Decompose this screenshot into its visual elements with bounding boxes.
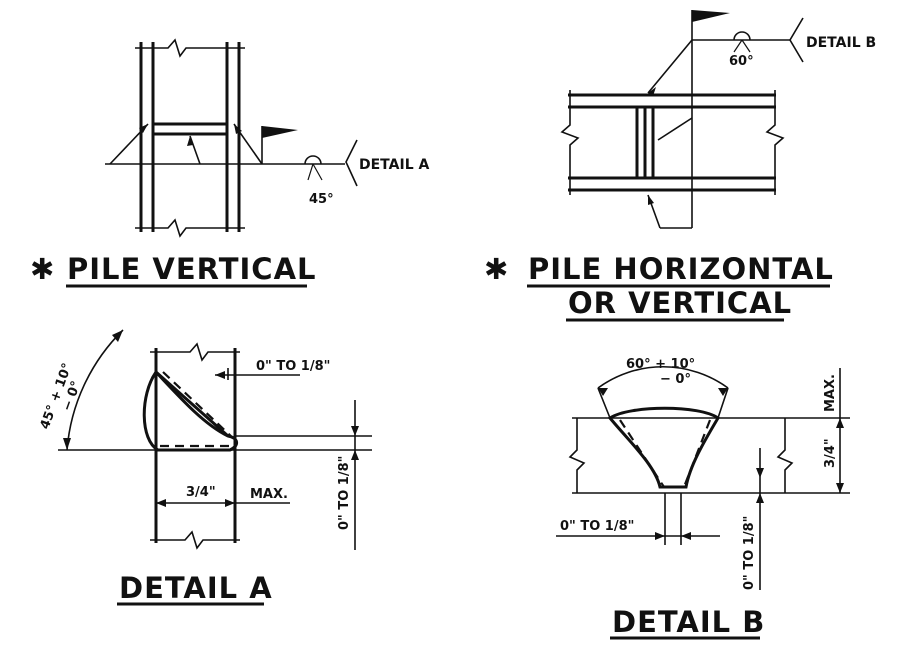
detail-b-callout: DETAIL B (806, 35, 876, 51)
or-vertical-heading: OR VERTICAL (568, 286, 792, 320)
detail-a-gap-vertical: 0" TO 1/8" (337, 456, 352, 530)
detail-a-thickness: 3/4" (186, 485, 216, 500)
angle-45-label: 45° (309, 192, 334, 207)
detail-b-angle: 60° + 10° (626, 357, 695, 372)
detail-b-thickness: 3/4" (823, 438, 838, 468)
detail-a-max: MAX. (250, 487, 288, 502)
detail-b-title: DETAIL B (612, 605, 765, 639)
pile-horizontal-heading: PILE HORIZONTAL (528, 252, 834, 286)
detail-b-gap-vertical: 0" TO 1/8" (742, 516, 757, 590)
pile-vertical-heading: PILE VERTICAL (67, 252, 317, 286)
detail-a-gap: 0" TO 1/8" (256, 359, 330, 374)
asterisk-left: ✱ (30, 252, 55, 286)
detail-b-drawing: 60° + 10° − 0° 0" TO 1/8" 0" TO 1/8" 3/4… (556, 357, 850, 590)
detail-b-angle-tol: − 0° (660, 372, 691, 387)
angle-60-label: 60° (729, 54, 754, 69)
asterisk-right: ✱ (484, 252, 509, 286)
pile-vertical-sketch: 45° DETAIL A (105, 38, 429, 238)
detail-b-max: MAX. (823, 374, 838, 412)
pile-horizontal-sketch: 60° DETAIL B (560, 10, 876, 229)
detail-a-title: DETAIL A (119, 571, 273, 605)
detail-a-drawing: 45° + 10° − 0° 0" TO 1/8" 0" TO 1/8" 3/4… (38, 329, 372, 550)
detail-a-callout: DETAIL A (359, 157, 429, 173)
detail-b-gap: 0" TO 1/8" (560, 519, 634, 534)
